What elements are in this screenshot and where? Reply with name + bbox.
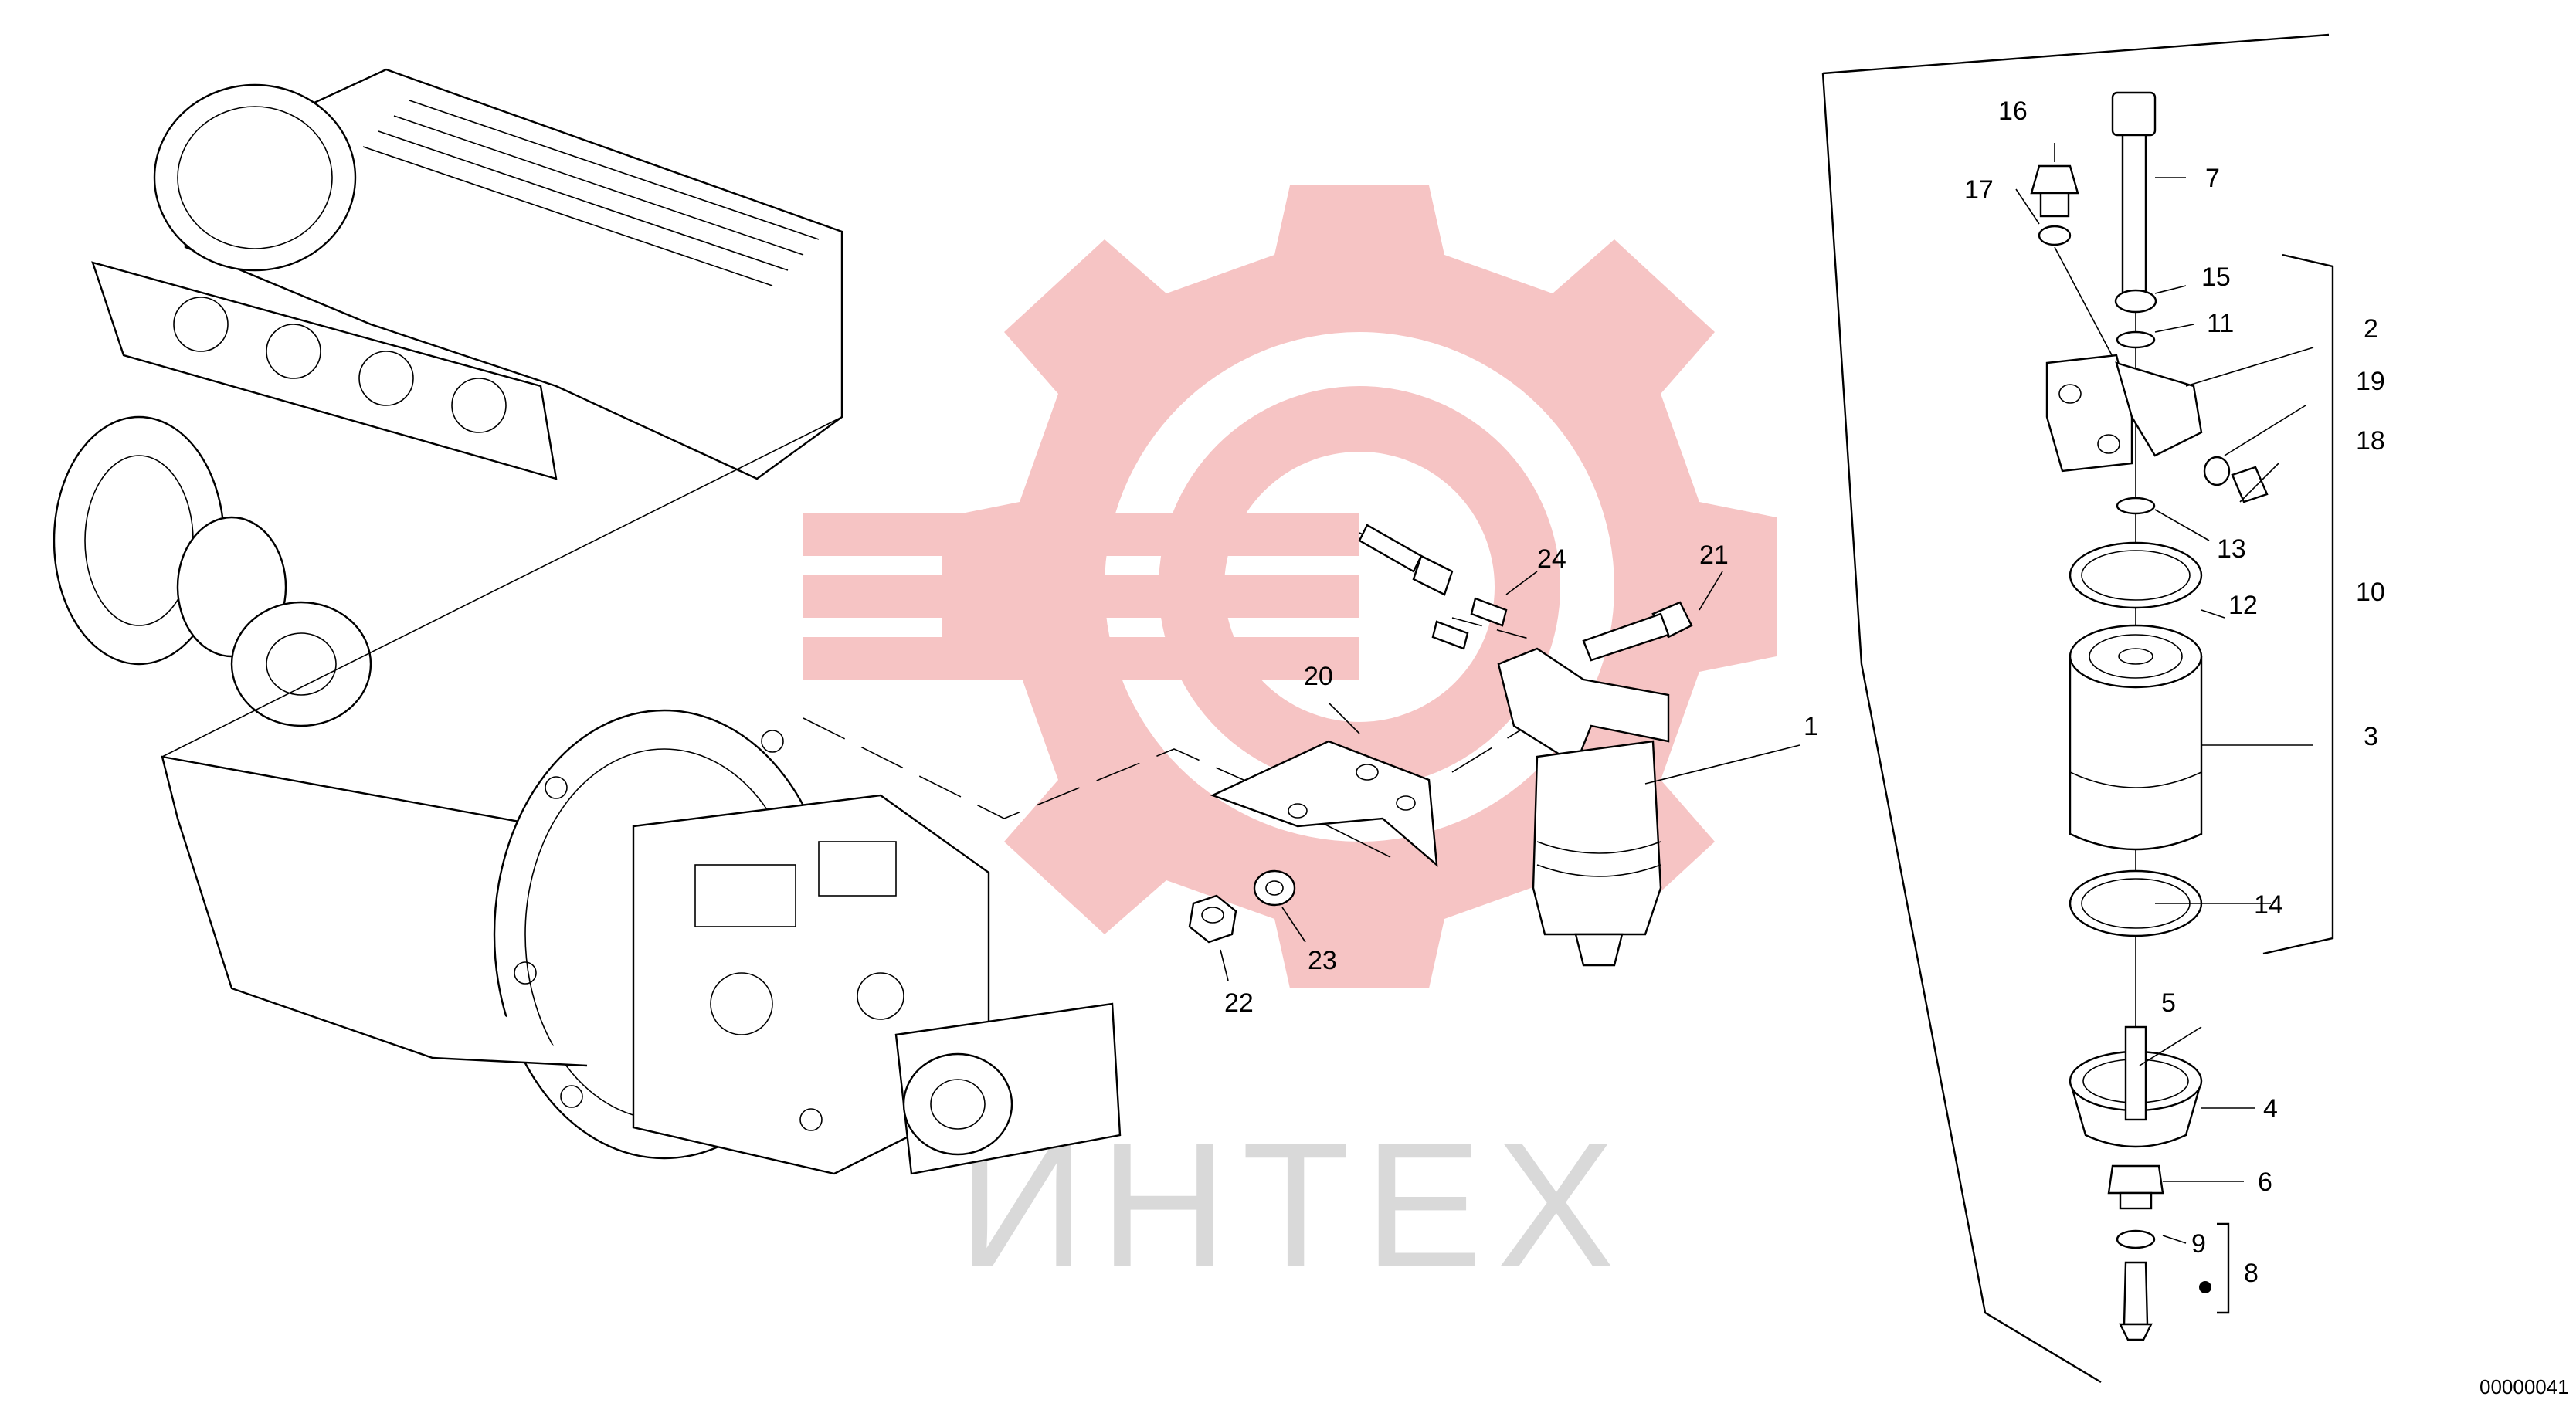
callout-6: 6	[2258, 1168, 2272, 1197]
fitting-part-24	[1358, 524, 1508, 650]
callout-8: 8	[2244, 1259, 2259, 1288]
bolt-part-21	[1582, 601, 1693, 662]
callout-24: 24	[1537, 544, 1566, 574]
seal-ring-part-12	[2069, 541, 2203, 609]
bolt-part-18	[2231, 466, 2269, 503]
callout-14: 14	[2254, 890, 2283, 920]
washer-part-17	[2038, 225, 2072, 246]
callout-23: 23	[1308, 946, 1337, 975]
filter-assembly-part-1	[1497, 647, 1670, 967]
exploded-view-frame	[1821, 33, 2330, 1384]
leader-lines	[1220, 143, 2314, 1244]
callout-20: 20	[1304, 662, 1333, 691]
exploded-filter-parts	[2030, 91, 2334, 1341]
long-bolt-part-7	[2111, 91, 2157, 299]
callout-2: 2	[2364, 314, 2378, 344]
bracket-part-20	[1210, 740, 1438, 867]
callout-22: 22	[1224, 988, 1254, 1018]
reference-number: 00000041	[2479, 1375, 2569, 1398]
callout-11: 11	[2207, 309, 2234, 338]
plug-part-16	[2030, 164, 2079, 218]
callout-12: 12	[2228, 591, 2258, 620]
callout-15: 15	[2201, 263, 2231, 292]
o-ring-part-13	[2116, 497, 2156, 515]
screw-part-8	[2119, 1261, 2211, 1341]
o-ring-part-11	[2116, 330, 2156, 349]
callout-17: 17	[1964, 175, 1994, 205]
callout-labels: 1 2 3 4 5 6 7 8 9 10 11 12 13 14 15 16 1…	[1224, 97, 2385, 1288]
gear-logo	[803, 185, 1777, 988]
drain-part-6	[2107, 1164, 2164, 1210]
ring-part-9	[2116, 1229, 2156, 1249]
callout-18: 18	[2356, 426, 2385, 456]
washer-part-19	[2203, 456, 2231, 486]
callout-9: 9	[2191, 1229, 2206, 1259]
callout-13: 13	[2217, 534, 2246, 564]
engine-assembly	[53, 68, 1122, 1175]
washer-part-15	[2114, 289, 2157, 314]
tube-part-5	[2124, 1025, 2147, 1121]
callout-5: 5	[2161, 988, 2176, 1018]
callout-10: 10	[2356, 578, 2385, 607]
callout-19: 19	[2356, 367, 2385, 396]
callout-21: 21	[1699, 541, 1729, 570]
callout-3: 3	[2364, 722, 2378, 751]
nut-part-22	[1188, 894, 1237, 944]
washer-part-23	[1253, 869, 1296, 907]
callout-1: 1	[1804, 712, 1818, 741]
watermark: ИНТЕХ	[803, 185, 1777, 1304]
filter-cartridge-part-3	[2069, 624, 2203, 851]
callout-7: 7	[2205, 164, 2220, 193]
callout-16: 16	[1998, 97, 2028, 126]
callout-4: 4	[2263, 1094, 2278, 1124]
filter-head-part-2	[2045, 354, 2203, 473]
